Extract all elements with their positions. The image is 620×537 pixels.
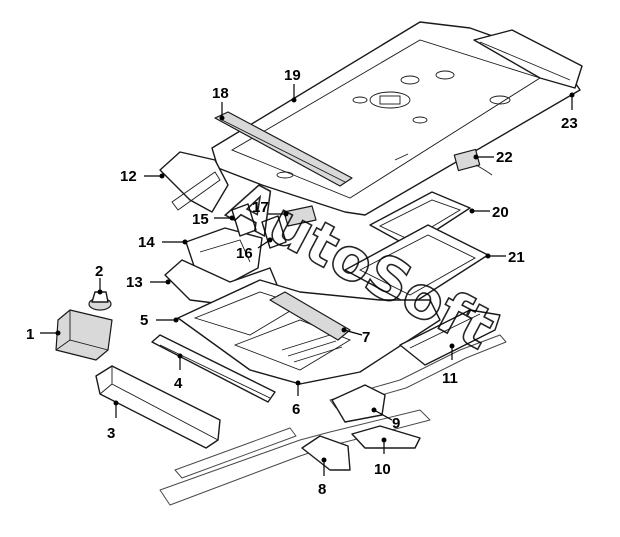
callout-8: 8 bbox=[318, 457, 327, 498]
callout-7: 7 bbox=[341, 327, 370, 346]
callout-15-label: 15 bbox=[192, 211, 209, 228]
crossmember-3 bbox=[95, 365, 221, 449]
callout-4: 4 bbox=[174, 353, 183, 392]
callout-4-label: 4 bbox=[174, 375, 183, 392]
callout-2-label: 2 bbox=[95, 263, 103, 280]
callout-3-label: 3 bbox=[107, 425, 115, 442]
callout-7-label: 7 bbox=[362, 329, 370, 346]
callout-14-label: 14 bbox=[138, 234, 155, 251]
callouts: 1 2 3 4 5 6 7 bbox=[26, 67, 578, 498]
callout-23: 23 bbox=[561, 92, 578, 132]
callout-17: 17 bbox=[252, 199, 289, 217]
callout-12: 12 bbox=[120, 168, 165, 185]
callout-10: 10 bbox=[374, 437, 391, 478]
callout-19-label: 19 bbox=[284, 67, 301, 84]
callout-22: 22 bbox=[473, 149, 513, 166]
callout-5: 5 bbox=[140, 312, 179, 329]
sill-4 bbox=[151, 334, 276, 403]
callout-8-label: 8 bbox=[318, 481, 326, 498]
callout-18-label: 18 bbox=[212, 85, 229, 102]
bracket-10 bbox=[351, 425, 421, 449]
callout-19: 19 bbox=[284, 67, 301, 103]
callout-17-label: 17 bbox=[252, 199, 269, 216]
callout-11: 11 bbox=[442, 343, 458, 387]
bracket-22 bbox=[453, 148, 493, 176]
callout-20-label: 20 bbox=[492, 204, 509, 221]
callout-9: 9 bbox=[371, 407, 400, 432]
callout-2: 2 bbox=[95, 263, 103, 295]
callout-12-label: 12 bbox=[120, 168, 137, 185]
callout-9-label: 9 bbox=[392, 415, 400, 432]
rail-11 bbox=[399, 309, 501, 366]
callout-15: 15 bbox=[192, 211, 235, 228]
callout-1-label: 1 bbox=[26, 326, 34, 343]
callout-1: 1 bbox=[26, 326, 61, 343]
callout-6-label: 6 bbox=[292, 401, 300, 418]
callout-13-label: 13 bbox=[126, 274, 143, 291]
block-1 bbox=[55, 309, 113, 361]
callout-3: 3 bbox=[107, 400, 119, 442]
brackets-15-16-17 bbox=[231, 203, 317, 249]
plug-2 bbox=[88, 291, 112, 311]
callout-16: 16 bbox=[236, 237, 273, 262]
callout-18: 18 bbox=[212, 85, 229, 121]
callout-21-label: 21 bbox=[508, 249, 525, 266]
panel-20 bbox=[369, 191, 471, 248]
callout-14: 14 bbox=[138, 234, 188, 251]
panel-12 bbox=[159, 151, 229, 213]
callout-6: 6 bbox=[292, 380, 301, 418]
rear-bar bbox=[473, 29, 583, 89]
callout-13: 13 bbox=[126, 274, 171, 291]
callout-16-label: 16 bbox=[236, 245, 253, 262]
callout-21: 21 bbox=[485, 249, 525, 266]
callout-5-label: 5 bbox=[140, 312, 148, 329]
callout-22-label: 22 bbox=[496, 149, 513, 166]
bracket-8 bbox=[301, 435, 351, 471]
callout-20: 20 bbox=[469, 204, 509, 221]
header-bar bbox=[214, 111, 353, 187]
crossmember-7 bbox=[269, 291, 351, 341]
bracket-9 bbox=[331, 384, 386, 423]
callout-10-label: 10 bbox=[374, 461, 391, 478]
callout-23-label: 23 bbox=[561, 115, 578, 132]
callout-11-label: 11 bbox=[442, 370, 458, 387]
